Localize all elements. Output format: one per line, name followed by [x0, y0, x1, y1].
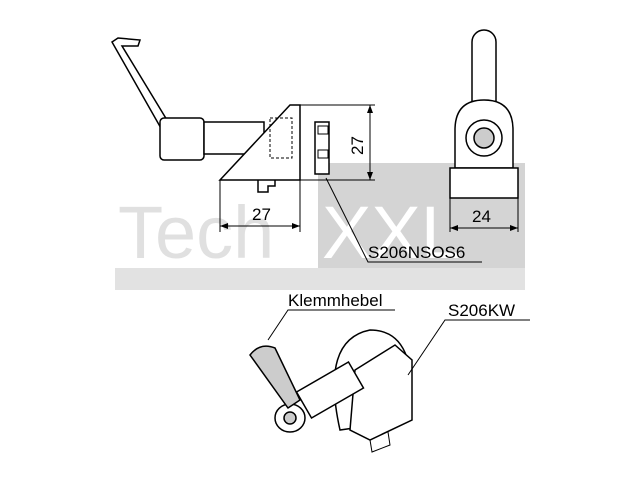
- watermark-text-tech: Tech: [118, 191, 274, 274]
- label-klemmhebel: Klemmhebel: [288, 291, 383, 310]
- watermark-band: [115, 268, 525, 290]
- dimension-height-27: 27: [348, 136, 367, 155]
- front-view: [449, 29, 519, 232]
- dimension-width-24: 24: [472, 207, 491, 226]
- label-s206nsos6: S206NSOS6: [368, 243, 465, 262]
- watermark-logo: Tech XXL: [115, 163, 525, 290]
- isometric-view: [249, 329, 413, 453]
- dimension-width-27: 27: [252, 205, 271, 224]
- side-view: [111, 37, 375, 232]
- watermark-text-xxl: XXL: [322, 191, 462, 274]
- label-s206kw: S206KW: [448, 301, 515, 320]
